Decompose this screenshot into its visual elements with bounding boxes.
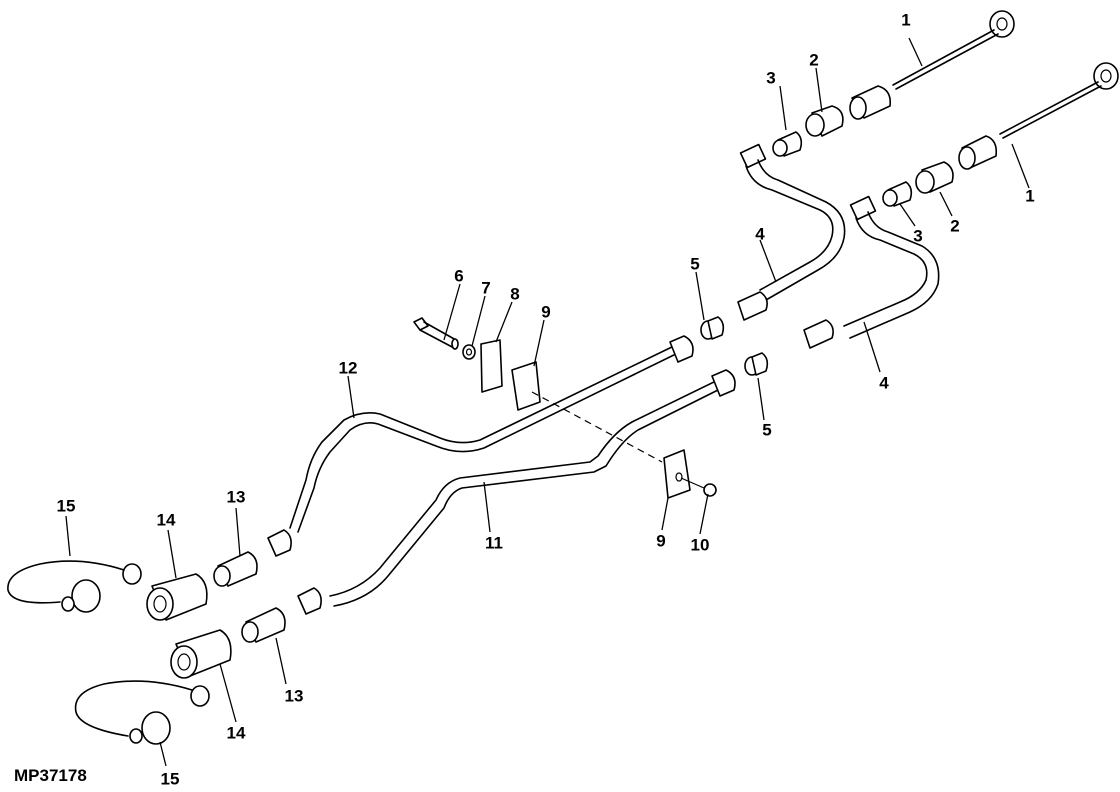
line-11 [297,369,736,615]
leader-lines [65,37,1030,767]
callout-10: 10 [690,535,710,555]
callout-13: 13 [226,487,246,507]
dust-cap-upper [849,10,1015,120]
figure-id: MP37178 [14,766,87,785]
union-lower [744,352,769,376]
fitting-upper [772,131,803,157]
callout-3: 3 [766,68,776,88]
callout-7: 7 [481,278,491,298]
callout-12: 12 [338,358,358,378]
callout-8: 8 [510,284,520,304]
dust-plug-lower [74,680,210,745]
callout-3: 3 [913,226,923,246]
callout-11: 11 [485,533,503,553]
plate [480,339,503,393]
line-12 [267,335,694,557]
adapter-upper [805,105,844,137]
hose-lower [803,195,940,349]
clamp-lower [663,449,691,499]
callout-9: 9 [656,531,666,551]
cap-screw [413,317,459,350]
callout-1: 1 [1025,186,1035,206]
callout-14: 14 [156,510,176,530]
fitting-lower [882,181,913,207]
adapter-13-upper [213,551,258,587]
callout-4: 4 [755,224,765,244]
coupler-lower [170,629,232,679]
callout-14: 14 [226,723,246,743]
callout-6: 6 [454,266,464,286]
assembly-centerline [531,391,663,463]
callout-1: 1 [901,10,911,30]
callout-2: 2 [809,50,819,70]
callout-2: 2 [950,216,960,236]
callout-5: 5 [762,420,772,440]
nut [680,477,717,497]
coupler-upper [146,573,208,621]
callout-9: 9 [541,302,551,322]
dust-cap-lower [958,62,1119,170]
clamp-upper [511,361,541,411]
adapter-13-lower [241,607,286,643]
washer [462,344,476,360]
union-upper [700,316,725,340]
callout-5: 5 [690,254,700,274]
hose-upper [737,143,846,321]
callout-13: 13 [284,686,304,706]
callout-15: 15 [160,769,180,789]
adapter-lower [915,161,954,194]
callout-15: 15 [56,496,76,516]
callout-4: 4 [879,373,889,393]
dust-plug-upper [7,560,142,613]
